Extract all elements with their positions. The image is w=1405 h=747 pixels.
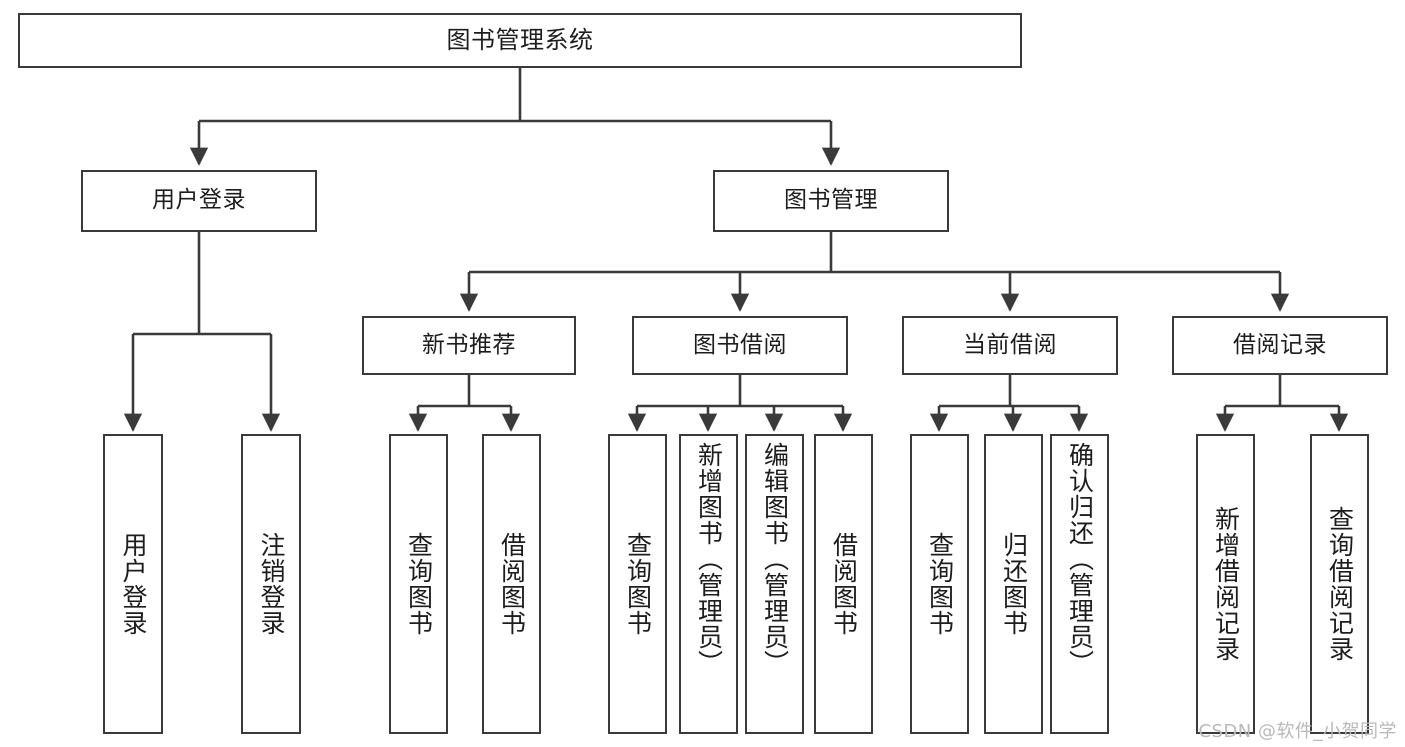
node-label: 查询借阅记录: [1325, 506, 1355, 662]
node-label: 查询图书: [623, 532, 653, 636]
node-label: 查询图书: [404, 532, 434, 636]
edge-root-bus: [199, 68, 831, 123]
edge-book-manage-bus: [469, 232, 1280, 274]
leaf-book-borrow-borrow-book[interactable]: 借阅图书: [814, 434, 873, 734]
node-label: 图书管理系统: [446, 26, 594, 55]
edge-book-borrow-bus: [637, 375, 843, 408]
leaf-borrow-record-query-record[interactable]: 查询借阅记录: [1310, 434, 1369, 734]
node-label: 确认归还（管理员）: [1065, 442, 1095, 676]
node-label: 用户登录: [152, 187, 246, 214]
edge-borrow-record-bus: [1225, 375, 1339, 408]
node-label: 用户登录: [119, 532, 148, 636]
node-label: 借阅记录: [1233, 331, 1327, 358]
leaf-user-login-login[interactable]: 用户登录: [103, 434, 163, 734]
leaf-new-book-borrow-book[interactable]: 借阅图书: [482, 434, 541, 734]
leaf-current-borrow-query-book[interactable]: 查询图书: [910, 434, 969, 734]
node-borrow-record[interactable]: 借阅记录: [1172, 316, 1388, 375]
edge-user-login-bus: [133, 232, 271, 336]
node-user-login[interactable]: 用户登录: [81, 170, 317, 232]
node-label: 借阅图书: [829, 532, 859, 636]
node-book-management[interactable]: 图书管理: [713, 170, 949, 232]
leaf-user-login-logout[interactable]: 注销登录: [241, 434, 301, 734]
leaf-book-borrow-edit-book-admin[interactable]: 编辑图书（管理员）: [745, 434, 804, 734]
node-label: 新增图书（管理员）: [694, 442, 724, 676]
node-label: 新书推荐: [422, 331, 516, 358]
watermark: CSDN @软件_小贺同学: [1198, 721, 1397, 742]
node-label: 新增借阅记录: [1211, 506, 1241, 662]
leaf-book-borrow-add-book-admin[interactable]: 新增图书（管理员）: [679, 434, 738, 734]
node-root-book-management-system[interactable]: 图书管理系统: [18, 13, 1022, 68]
node-label: 编辑图书（管理员）: [760, 442, 790, 676]
leaf-current-borrow-return-book[interactable]: 归还图书: [984, 434, 1043, 734]
leaf-borrow-record-add-record[interactable]: 新增借阅记录: [1196, 434, 1255, 734]
node-label: 图书借阅: [693, 331, 787, 358]
node-label: 注销登录: [257, 532, 286, 636]
leaf-current-borrow-confirm-return-admin[interactable]: 确认归还（管理员）: [1050, 434, 1109, 734]
node-new-book-recommend[interactable]: 新书推荐: [362, 316, 576, 375]
leaf-book-borrow-query-book[interactable]: 查询图书: [608, 434, 667, 734]
edge-current-borrow-bus: [939, 375, 1079, 408]
leaf-new-book-query-book[interactable]: 查询图书: [389, 434, 448, 734]
node-label: 图书管理: [784, 187, 878, 214]
edge-new-book-bus: [418, 375, 511, 408]
node-label: 当前借阅: [963, 331, 1057, 358]
node-label: 归还图书: [999, 532, 1029, 636]
node-book-borrow[interactable]: 图书借阅: [632, 316, 848, 375]
node-label: 查询图书: [925, 532, 955, 636]
node-label: 借阅图书: [497, 532, 527, 636]
node-current-borrow[interactable]: 当前借阅: [902, 316, 1118, 375]
